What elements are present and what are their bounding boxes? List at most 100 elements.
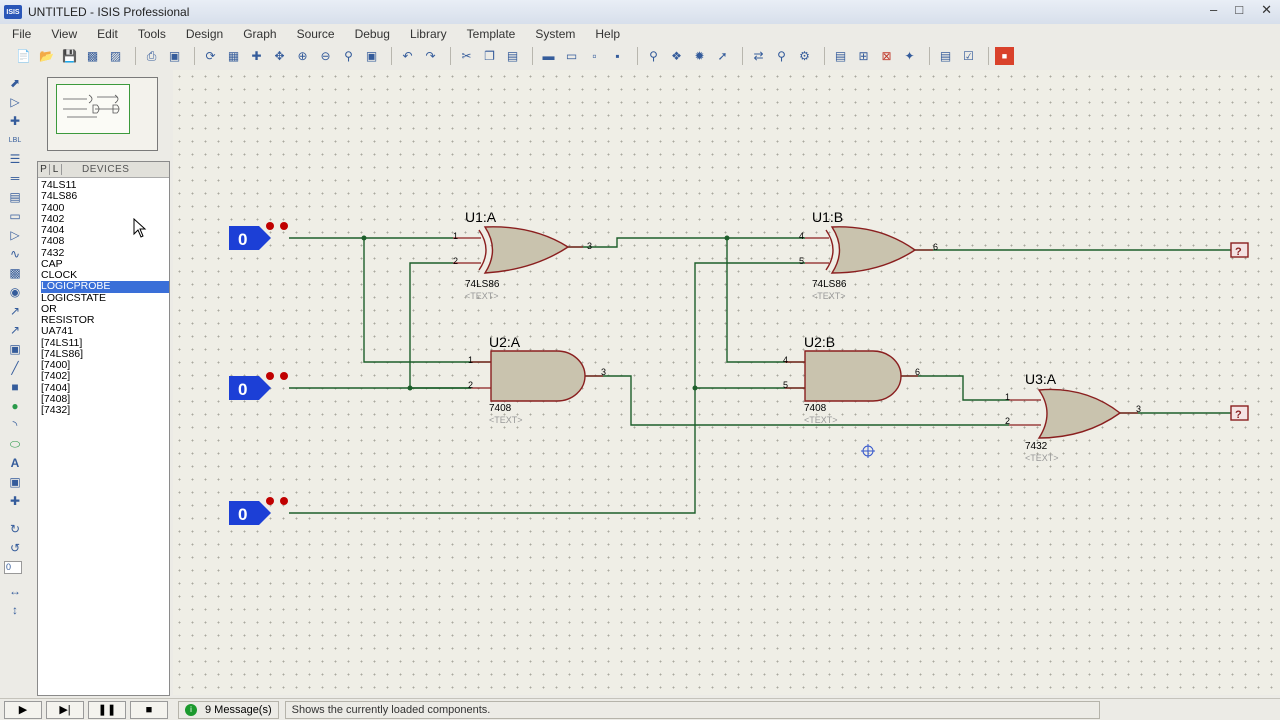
- block-rotate-icon[interactable]: ▫: [592, 49, 597, 63]
- circle-2d-icon[interactable]: ●: [11, 399, 19, 413]
- rotate-anticlockwise-icon[interactable]: ↺: [9, 541, 21, 555]
- list-item[interactable]: [7400]: [41, 359, 71, 371]
- bill-of-materials-icon[interactable]: ▤: [939, 49, 952, 63]
- menu-system[interactable]: System: [535, 27, 576, 41]
- list-item[interactable]: 7432: [41, 246, 65, 259]
- overview-window[interactable]: [47, 77, 158, 151]
- component-mode-icon[interactable]: ▷: [10, 95, 20, 109]
- list-item[interactable]: OR: [41, 302, 57, 315]
- cut-icon[interactable]: ✂: [461, 49, 472, 63]
- logic-state-2[interactable]: [229, 372, 288, 400]
- list-item[interactable]: RESISTOR: [41, 314, 95, 326]
- block-delete-icon[interactable]: ▪: [615, 49, 620, 63]
- junction-dot-icon[interactable]: ✚: [9, 114, 21, 128]
- text-script-icon[interactable]: ☰: [9, 152, 21, 166]
- list-item[interactable]: [7404]: [41, 381, 71, 394]
- logic-probe-2[interactable]: [1230, 405, 1249, 421]
- block-move-icon[interactable]: ▭: [565, 49, 578, 63]
- selection-mode-icon[interactable]: ⬈: [9, 76, 21, 90]
- new-file-icon[interactable]: 📄: [16, 49, 31, 63]
- list-item[interactable]: 74LS11: [41, 179, 77, 191]
- remove-sheet-icon[interactable]: ⊠: [881, 49, 892, 63]
- menu-debug[interactable]: Debug: [354, 27, 390, 41]
- zoom-out-icon[interactable]: ⊖: [320, 49, 331, 63]
- bus-icon[interactable]: ═: [10, 171, 20, 185]
- graph-icon[interactable]: ∿: [9, 247, 21, 261]
- list-item[interactable]: [7402]: [41, 370, 71, 383]
- search-icon[interactable]: ⚲: [777, 49, 786, 63]
- list-item[interactable]: 74LS86: [41, 190, 78, 203]
- pick-device-icon[interactable]: ⚲: [649, 49, 658, 63]
- or-gate-u3a[interactable]: [1037, 388, 1122, 439]
- mirror-vertical-icon[interactable]: ↕: [12, 603, 18, 617]
- grid-icon[interactable]: ▦: [227, 49, 240, 63]
- menu-template[interactable]: Template: [466, 27, 516, 41]
- logic-probe-1[interactable]: [1230, 242, 1249, 258]
- menu-file[interactable]: File: [12, 27, 32, 41]
- export-icon[interactable]: ▨: [109, 49, 122, 63]
- voltage-probe-icon[interactable]: ↗: [9, 304, 21, 318]
- rotate-clockwise-icon[interactable]: ↻: [9, 522, 21, 536]
- menu-tools[interactable]: Tools: [137, 27, 166, 41]
- line-2d-icon[interactable]: ╱: [11, 361, 19, 375]
- list-item[interactable]: UA741: [41, 325, 74, 338]
- undo-icon[interactable]: ↶: [402, 49, 413, 63]
- minimize-icon[interactable]: –: [1210, 2, 1218, 17]
- library-manager-button[interactable]: L: [50, 164, 62, 175]
- zoom-area-icon[interactable]: ▣: [365, 49, 378, 63]
- block-copy-icon[interactable]: ▬: [542, 49, 555, 63]
- current-probe-icon[interactable]: ↗: [9, 323, 21, 337]
- close-icon[interactable]: ✕: [1261, 2, 1272, 17]
- open-file-icon[interactable]: 📂: [39, 49, 54, 63]
- list-item[interactable]: [74LS11]: [41, 336, 83, 349]
- rotation-angle-field[interactable]: 0: [4, 558, 26, 576]
- symbol-2d-icon[interactable]: ▣: [9, 475, 21, 489]
- and-gate-u2a[interactable]: [490, 350, 586, 402]
- virtual-instruments-icon[interactable]: ▣: [9, 342, 21, 356]
- list-item[interactable]: 7404: [41, 224, 65, 236]
- xor-gate-u1b[interactable]: [825, 226, 917, 274]
- list-item[interactable]: 7400: [41, 201, 65, 214]
- ares-netlist-icon[interactable]: ■: [995, 47, 1014, 65]
- packaging-icon[interactable]: ✹: [694, 49, 705, 63]
- play-button[interactable]: ▶: [4, 700, 42, 719]
- stop-button[interactable]: ■: [130, 700, 168, 719]
- list-item[interactable]: [7408]: [41, 392, 71, 405]
- menu-design[interactable]: Design: [185, 27, 224, 41]
- add-sheet-icon[interactable]: ⊞: [858, 49, 869, 63]
- make-device-icon[interactable]: ❖: [671, 49, 682, 63]
- subcircuit-icon[interactable]: ▤: [9, 190, 21, 204]
- pan-icon[interactable]: ✥: [274, 49, 285, 63]
- mirror-horizontal-icon[interactable]: ↔: [9, 584, 21, 598]
- new-sheet-icon[interactable]: ▤: [834, 49, 847, 63]
- menu-view[interactable]: View: [51, 27, 78, 41]
- pick-devices-button[interactable]: P: [38, 164, 50, 175]
- terminals-icon[interactable]: ▭: [9, 209, 21, 223]
- list-item[interactable]: 7408: [41, 235, 65, 248]
- property-tool-icon[interactable]: ⚙: [799, 49, 810, 63]
- tape-recorder-icon[interactable]: ▩: [9, 266, 21, 280]
- origin-icon[interactable]: ✚: [251, 49, 262, 63]
- save-icon[interactable]: 💾: [62, 49, 77, 63]
- box-2d-icon[interactable]: ■: [11, 380, 19, 394]
- and-gate-u2b[interactable]: [804, 350, 902, 402]
- paste-icon[interactable]: ▤: [506, 49, 519, 63]
- logic-state-1[interactable]: [229, 222, 288, 250]
- menu-edit[interactable]: Edit: [97, 27, 118, 41]
- xor-gate-u1a[interactable]: [478, 226, 570, 274]
- decompose-icon[interactable]: ➚: [717, 49, 728, 63]
- menu-graph[interactable]: Graph: [243, 27, 277, 41]
- import-icon[interactable]: ▩: [86, 49, 99, 63]
- print-area-icon[interactable]: ▣: [168, 49, 181, 63]
- device-pins-icon[interactable]: ▷: [10, 228, 20, 242]
- menu-library[interactable]: Library: [409, 27, 447, 41]
- text-2d-icon[interactable]: A: [10, 456, 20, 470]
- menu-source[interactable]: Source: [296, 27, 335, 41]
- logic-state-3[interactable]: [229, 497, 288, 525]
- list-item[interactable]: [74LS86]: [41, 347, 84, 360]
- list-item[interactable]: LOGICSTATE: [41, 291, 106, 304]
- list-item[interactable]: CLOCK: [41, 269, 78, 281]
- list-item[interactable]: 7402: [41, 212, 65, 225]
- pause-button[interactable]: ❚❚: [88, 700, 126, 719]
- list-item-selected[interactable]: LOGICPROBE: [41, 280, 169, 293]
